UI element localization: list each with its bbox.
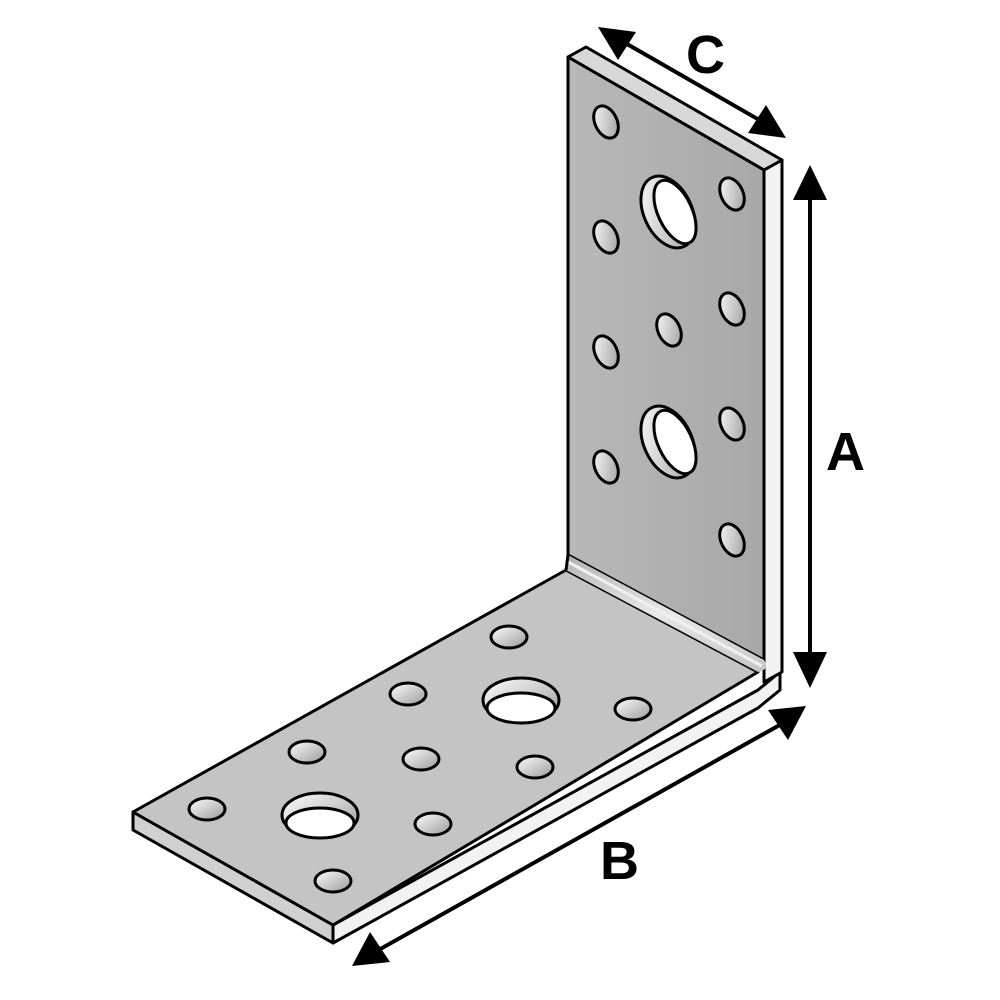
dimension-arrow-b — [352, 706, 806, 966]
dimension-arrow-a — [793, 165, 827, 688]
dimension-arrow-c — [598, 27, 786, 138]
dimension-label-a: A — [826, 422, 865, 482]
vertical-leg — [564, 45, 784, 684]
horizontal-holes — [187, 624, 653, 894]
dimension-label-c: C — [686, 25, 725, 85]
dimension-label-b: B — [600, 831, 639, 891]
vertical-holes — [592, 104, 746, 558]
